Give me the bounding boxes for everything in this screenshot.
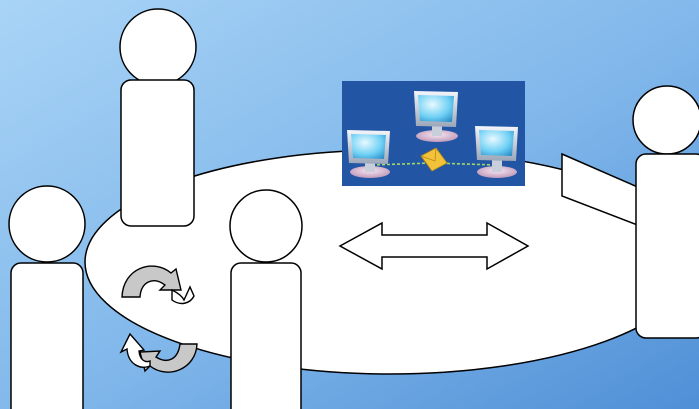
rotate-arrow-bottom-icon <box>119 332 198 373</box>
rotate-arrow-top-icon <box>121 265 195 305</box>
person-center-body <box>230 262 302 409</box>
monitor-icon <box>475 126 518 178</box>
person-left-head <box>8 185 86 263</box>
person-top-left-body <box>120 79 195 227</box>
person-right-head <box>632 85 699 155</box>
monitor-icon <box>414 91 458 142</box>
person-left-body <box>10 262 84 409</box>
person-top-left-head <box>119 8 197 86</box>
person-right-body <box>635 153 699 339</box>
monitor-icon <box>347 130 390 178</box>
double-arrow-icon <box>338 221 530 271</box>
person-center-head <box>229 189 303 263</box>
network-image <box>342 81 525 186</box>
envelope-icon <box>420 147 448 172</box>
